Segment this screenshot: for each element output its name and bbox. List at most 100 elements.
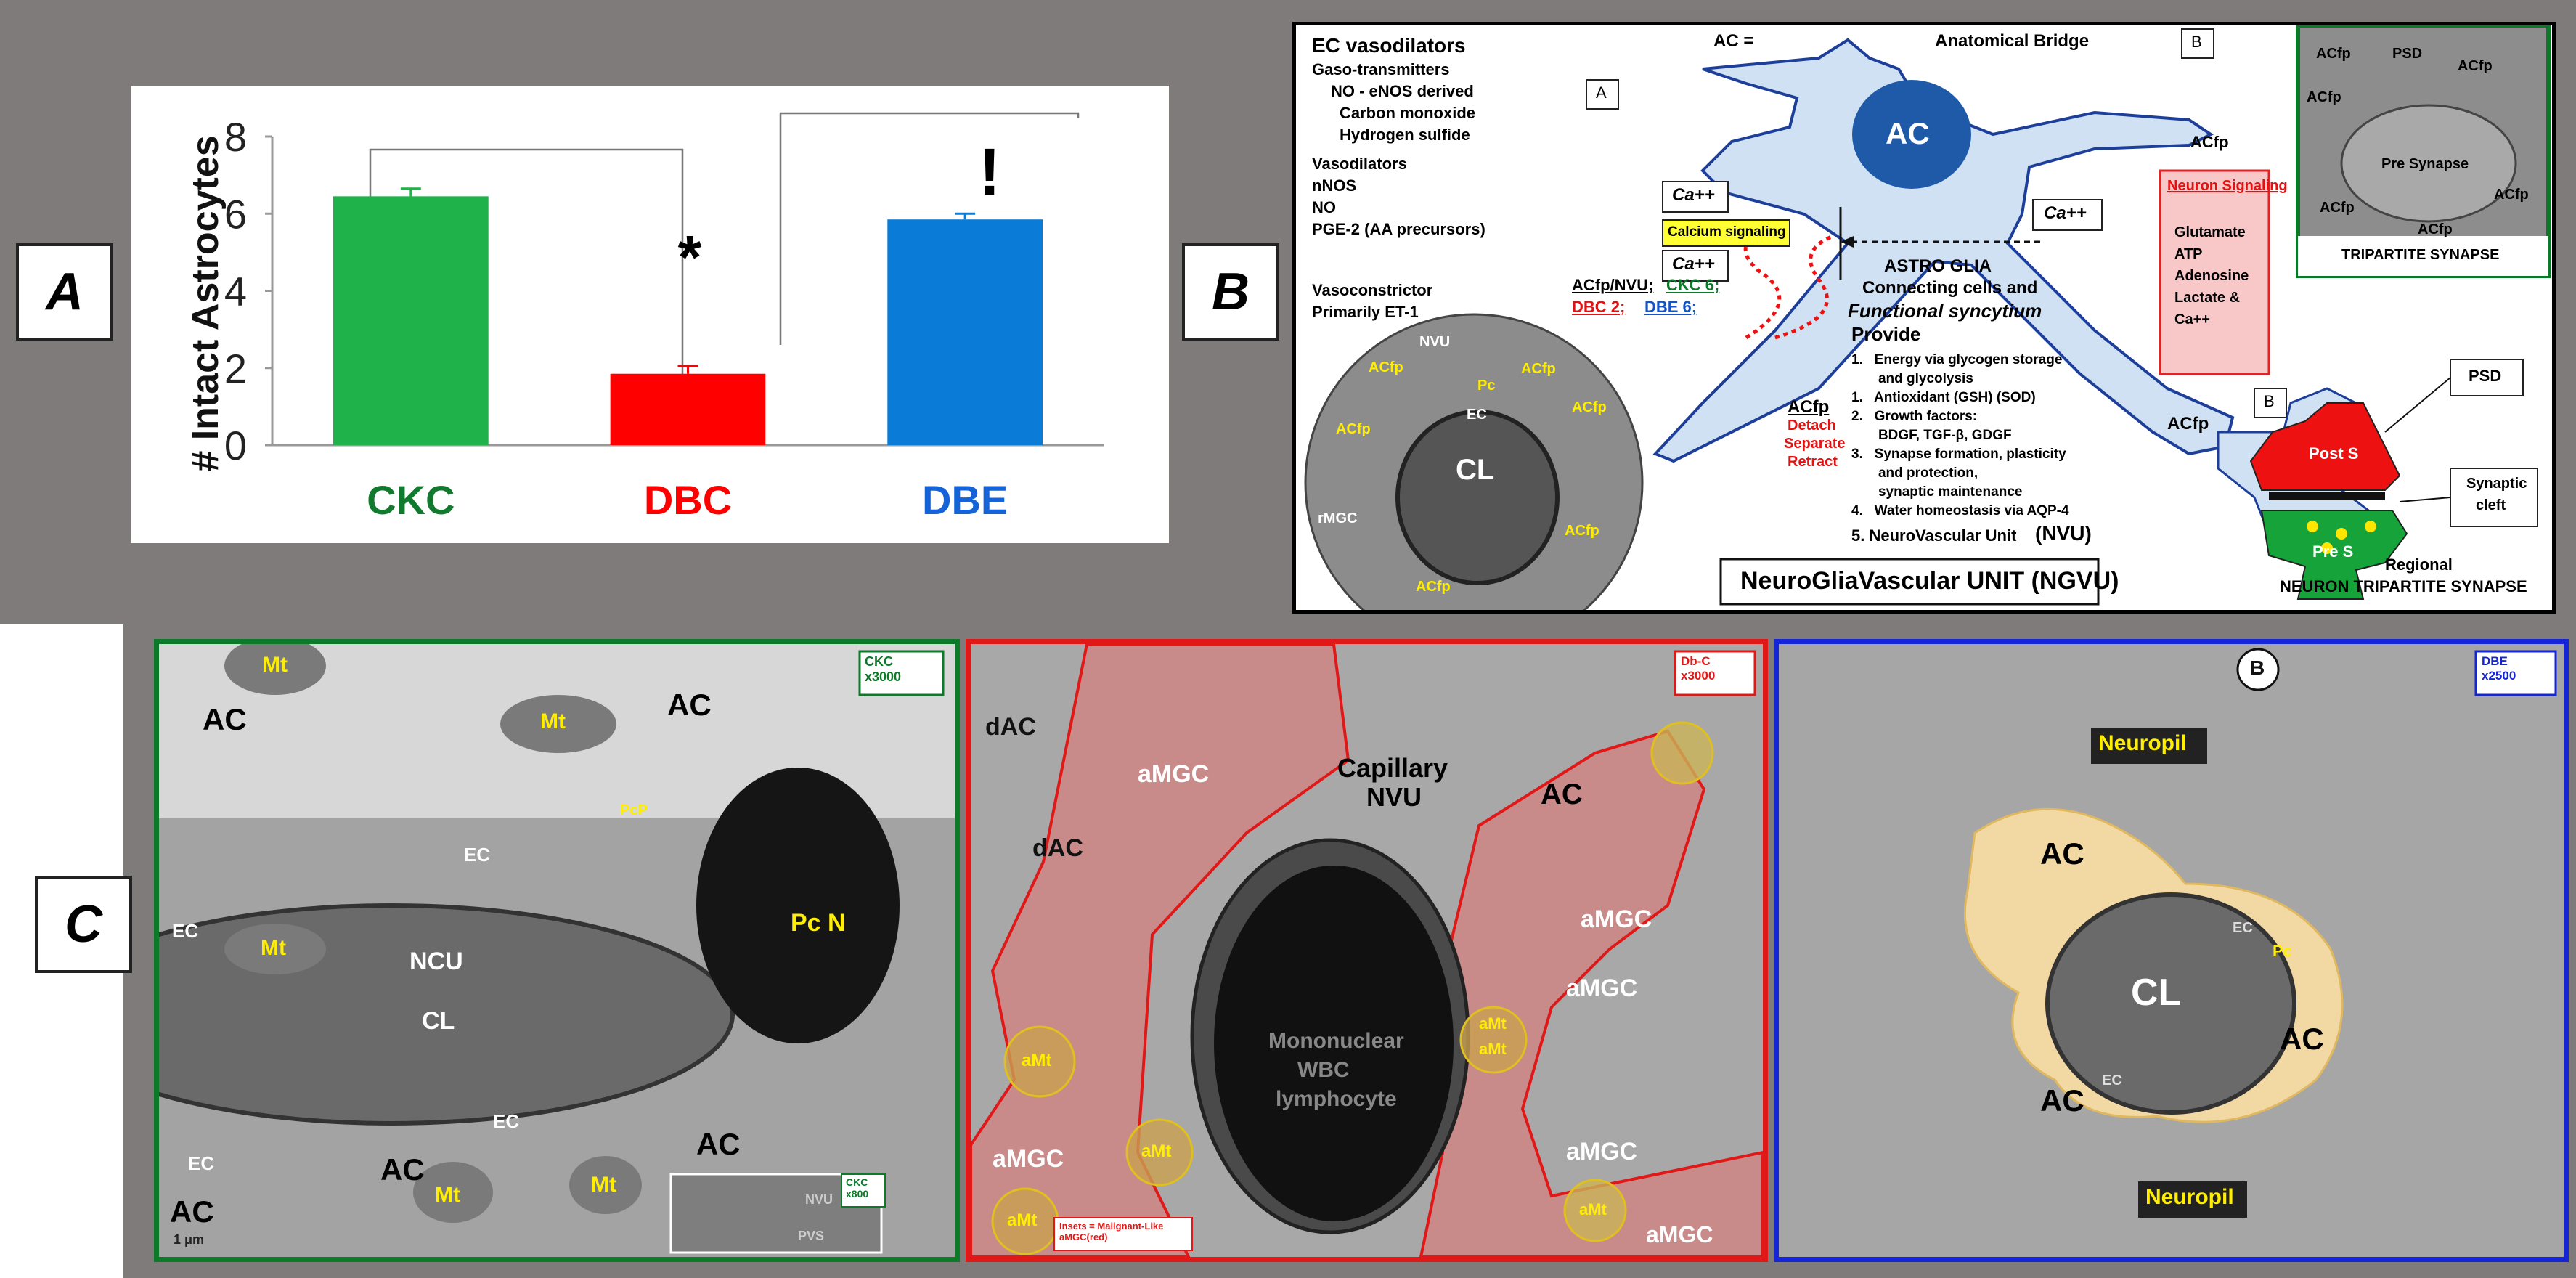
neuron-tripartite-label: NEURON TRIPARTITE SYNAPSE	[2280, 577, 2527, 595]
label-b-top-box	[2181, 28, 2214, 59]
micro-psd: PSD	[2392, 46, 2423, 62]
ca-box-2	[2032, 199, 2103, 231]
dbe6-label: DBE 6;	[1644, 298, 1697, 316]
y-tick-label: 8	[224, 114, 247, 160]
circle-acfp-2: ACfp	[1521, 361, 1556, 377]
em-ckc-shapes	[159, 644, 955, 1257]
dbc-inset-caption-box	[1053, 1217, 1193, 1251]
panel-label-b: B	[1182, 243, 1279, 341]
micro-acfp-4: ACfp	[2320, 200, 2355, 216]
dbc-dac-1: dAC	[985, 713, 1036, 741]
retract-label: Retract	[1788, 454, 1838, 470]
y-tick-label: 4	[224, 269, 247, 314]
calcium-signaling-box	[1662, 219, 1790, 247]
bracket-ckc-dbc	[369, 148, 684, 376]
dbc-wbc: WBC	[1297, 1058, 1350, 1082]
calcium-arrowhead	[1841, 236, 1854, 248]
synaptic-cleft-box	[2450, 468, 2538, 527]
astrocyte-nucleus	[1852, 80, 1971, 189]
mitochondrion	[500, 695, 616, 753]
astroglia-diagram-shapes	[1304, 25, 2551, 610]
provide-item: and glycolysis	[1851, 371, 1973, 386]
ckc-mt-2: Mt	[540, 709, 566, 733]
dbc-inset-caption: Insets = Malignant-Like aMGC(red)	[1059, 1221, 1164, 1242]
acfp-branch-2: ACfp	[2167, 414, 2209, 434]
annotation-asterisk: *	[678, 223, 702, 291]
provide-item: 1. Energy via glycogen storage	[1851, 352, 2063, 367]
circle-ec: EC	[1467, 407, 1487, 423]
dbc-tag-box	[1674, 650, 1756, 696]
ckc-pcn: Pc N	[791, 909, 846, 937]
ckc-inset-tag-box	[841, 1173, 886, 1208]
pre-synapse-shape	[2260, 510, 2408, 600]
circle-b-marker	[2236, 648, 2280, 691]
amt-blob	[1563, 1179, 1627, 1242]
ckc-ec-2: EC	[172, 920, 199, 942]
circle-cl: CL	[1456, 454, 1495, 486]
ckc-ac-3: AC	[380, 1152, 425, 1187]
ac-nucleus-label: AC	[1886, 116, 1930, 150]
ckc-ac-2: AC	[667, 688, 712, 722]
provide-item: and protection,	[1851, 465, 1978, 481]
dbc-nvu: NVU	[1366, 782, 1422, 812]
circle-acfp-6: ACfp	[1416, 579, 1451, 595]
dbc-ac: AC	[1541, 778, 1583, 810]
ckc-ec-1: EC	[464, 844, 491, 866]
provide-item: synaptic maintenance	[1851, 484, 2023, 500]
dbe-cl: CL	[2131, 972, 2182, 1014]
y-tick-label: 0	[224, 423, 247, 468]
ckc-mt-1: Mt	[262, 653, 288, 677]
micro-acfp-1: ACfp	[2316, 46, 2351, 62]
amt-blob	[1003, 1025, 1076, 1098]
dbc-mononuclear: Mononuclear	[1268, 1029, 1404, 1053]
error-bar-ckc	[400, 187, 421, 197]
panel-label-a-text: A	[46, 263, 83, 321]
dbe-ec-2: EC	[2102, 1073, 2122, 1088]
provide-label: Provide	[1851, 323, 1921, 345]
vasoconstrictor-line: Primarily ET-1	[1312, 303, 1419, 321]
ac-eq: AC =	[1713, 31, 1754, 51]
micro-pre-synapse: Pre Synapse	[2381, 156, 2469, 172]
dbe-tag-box	[2474, 650, 2557, 696]
ec-line: Carbon monoxide	[1340, 104, 1476, 122]
ckc-ec-4: EC	[188, 1152, 215, 1174]
neuron-signaling-item: Glutamate	[2174, 224, 2246, 240]
psd-box	[2450, 359, 2524, 396]
circle-acfp-3: ACfp	[1572, 399, 1607, 415]
dbe-pc: Pc	[2273, 942, 2292, 960]
dbc-amgc-1: aMGC	[1138, 760, 1210, 788]
ckc-pvs-inset: PVS	[798, 1229, 825, 1243]
panel-label-c-text: C	[65, 895, 102, 953]
detach-dotted-line	[1774, 234, 1834, 340]
calcium-signaling-label: Calcium signaling	[1668, 224, 1786, 240]
label-b-top: B	[2191, 33, 2202, 51]
em-ckc-panel: CKC x3000 CKC x800 Mt AC Mt AC PcP EC EC…	[154, 639, 960, 1262]
label-b-mid-box	[2254, 388, 2287, 418]
dbe-ac-3: AC	[2040, 1083, 2084, 1118]
pre-s-label: Pre S	[2312, 542, 2354, 561]
cleft-label: cleft	[2476, 497, 2506, 513]
cleft-pointer	[2399, 497, 2451, 502]
neuropil-tag-2	[2138, 1181, 2247, 1218]
ec-line: PGE-2 (AA precursors)	[1312, 220, 1485, 238]
ckc-ec-3: EC	[493, 1110, 520, 1132]
ckc-mt-3: Mt	[261, 936, 286, 960]
ec-line: Gaso-transmitters	[1312, 60, 1450, 78]
ca-box-1	[1662, 181, 1729, 213]
detach-label: Detach	[1788, 418, 1836, 434]
circle-acfp-4: ACfp	[1336, 421, 1371, 437]
ec-line: NO - eNOS derived	[1331, 82, 1474, 100]
em-dbe-panel: DBE x2500 B Neuropil Neuropil AC CL EC E…	[1774, 639, 2569, 1262]
label-a: A	[1596, 84, 1607, 102]
y-axis-label: # Intact Astrocytes	[184, 135, 227, 471]
ckc-ac-5: AC	[170, 1194, 214, 1229]
dbe-ec-1: EC	[2233, 920, 2253, 936]
post-synapse-shape	[2249, 402, 2401, 491]
ec-line: NO	[1312, 198, 1336, 216]
psd-pointer	[2384, 377, 2451, 433]
micro-acfp-2: ACfp	[2458, 58, 2493, 74]
tripartite-caption-bg	[2298, 236, 2548, 276]
tripartite-caption: TRIPARTITE SYNAPSE	[2341, 247, 2500, 263]
